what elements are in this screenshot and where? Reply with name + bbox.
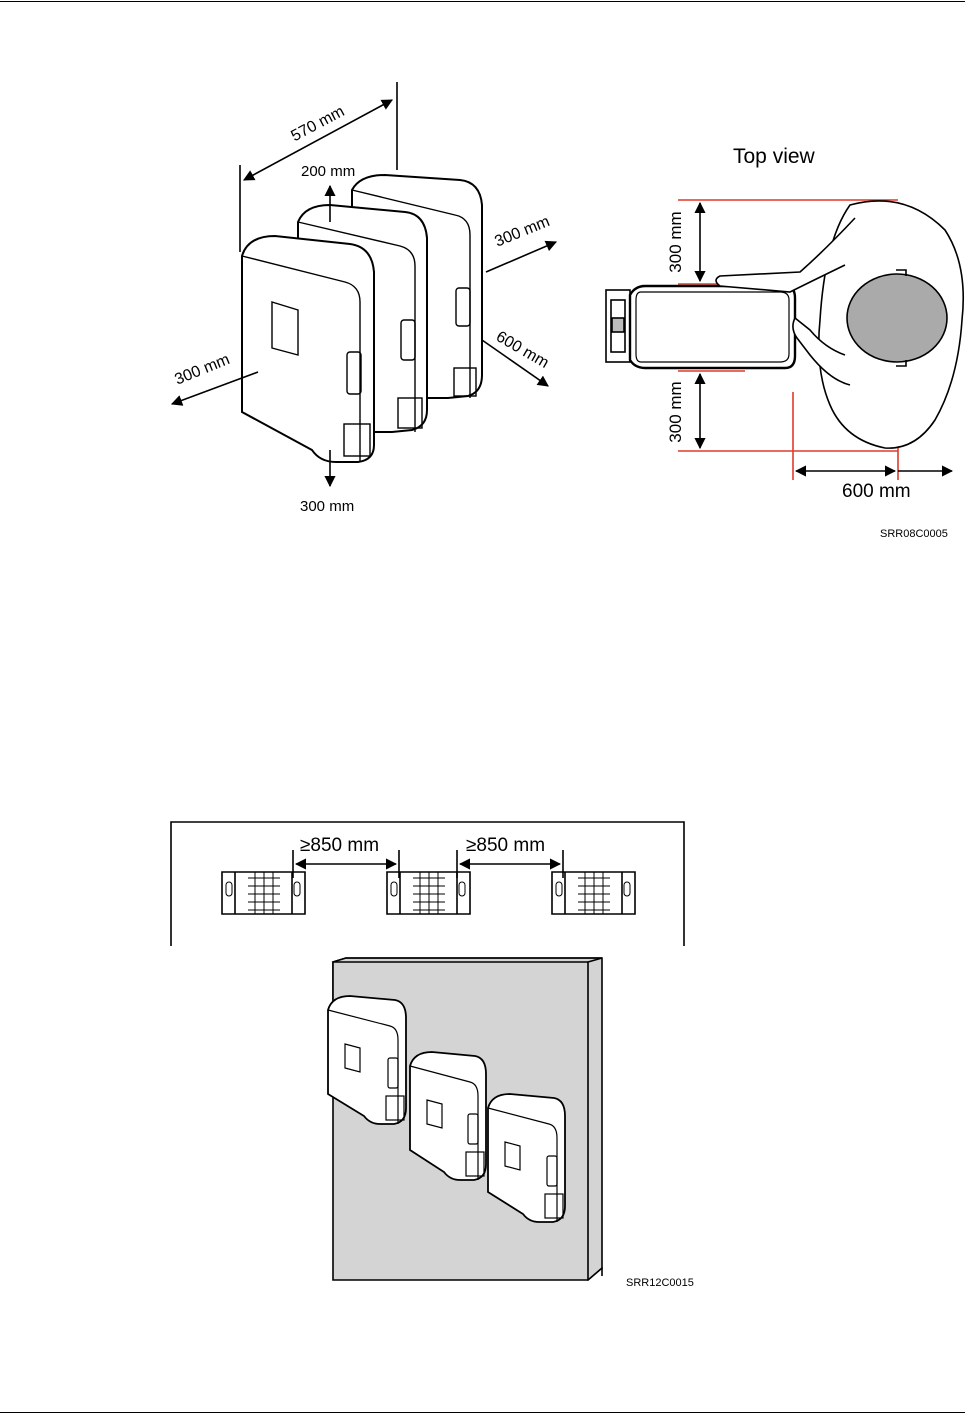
- dim-width-total: 570 mm: [288, 103, 347, 145]
- bracket-left: [222, 872, 305, 914]
- bracket-middle: [387, 872, 470, 914]
- figure-1-isometric: 570 mm 200 mm 300 mm 600 mm 300 mm 300 m…: [172, 82, 556, 515]
- dim-right-clearance: 300 mm: [492, 213, 552, 250]
- bracket-right: [552, 872, 635, 914]
- figure-1-id: SRR08C0005: [880, 528, 948, 540]
- figure-1-top-view: Top view: [606, 145, 963, 540]
- dim-top-clearance: 200 mm: [301, 163, 355, 180]
- spacing-right-label: ≥850 mm: [466, 835, 545, 856]
- dim-front-clearance: 600 mm: [493, 328, 552, 372]
- top-view-title: Top view: [733, 145, 816, 168]
- unit-front: [242, 236, 374, 462]
- spacing-left-label: ≥850 mm: [300, 835, 379, 856]
- top-view-dim-top: 300 mm: [666, 211, 685, 272]
- wall-bracket: [606, 290, 630, 362]
- top-view-dim-bottom: 300 mm: [666, 381, 685, 442]
- unit-top-outline: [630, 286, 795, 368]
- figure-2-spacing: ≥850 mm ≥850 mm: [171, 822, 694, 1289]
- figure-2-id: SRR12C0015: [626, 1277, 694, 1289]
- bracket-row: [222, 872, 635, 914]
- dim-left-clearance: 300 mm: [172, 351, 232, 388]
- dim-bottom-clearance: 300 mm: [300, 498, 354, 515]
- top-view-dim-front: 600 mm: [842, 481, 911, 502]
